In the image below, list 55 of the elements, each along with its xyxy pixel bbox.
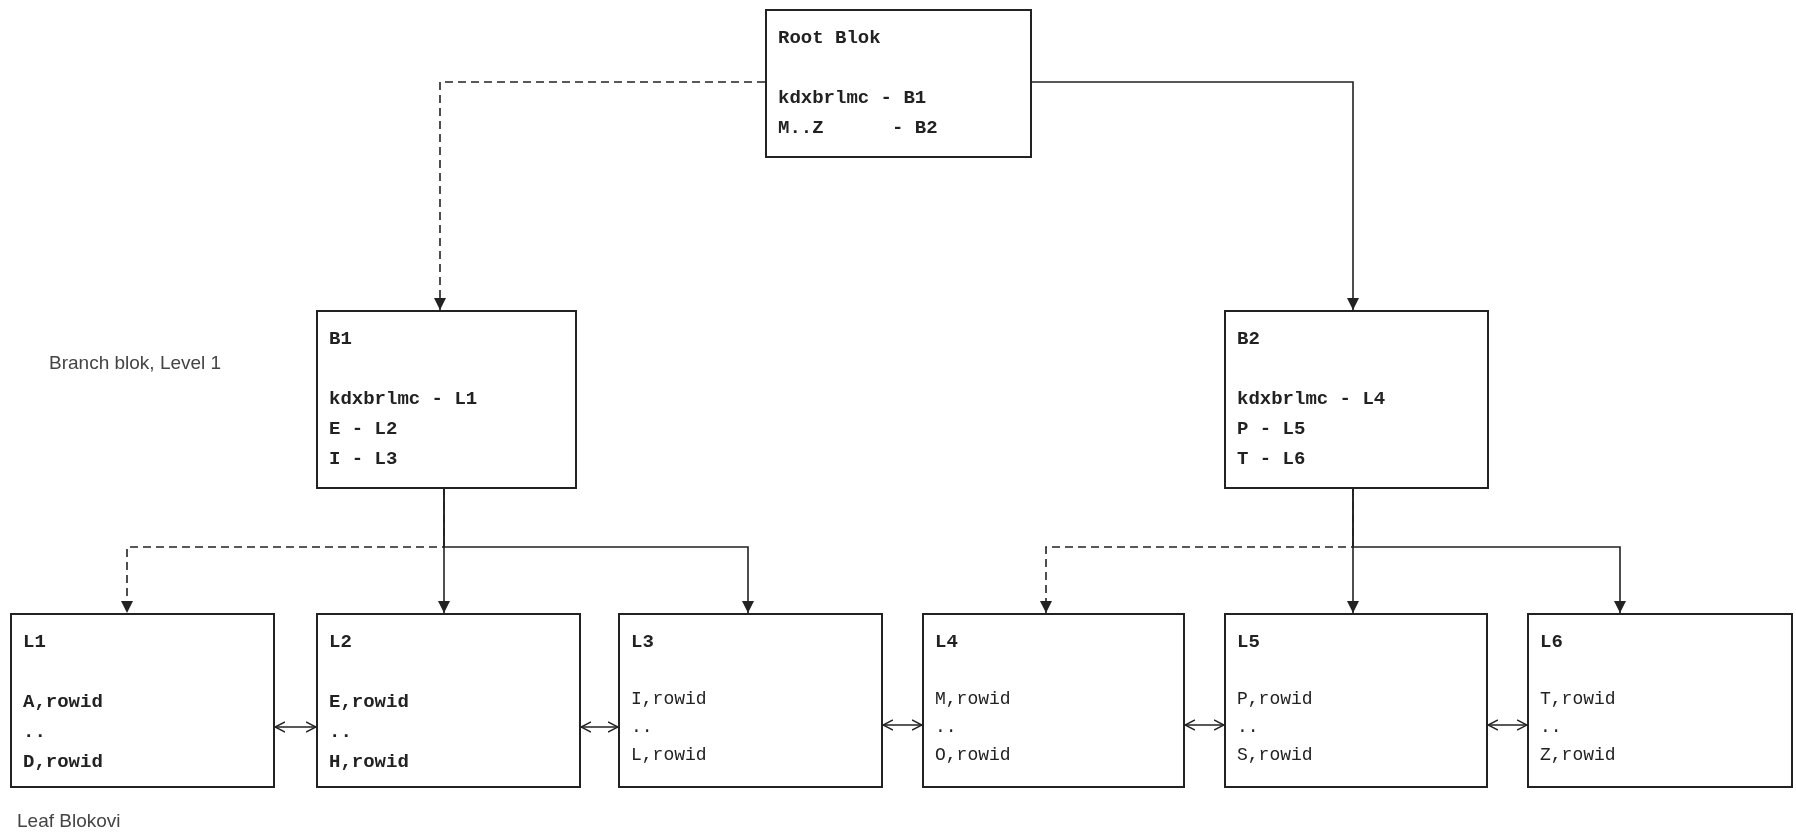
leaf-block-box	[10, 613, 275, 788]
block-title: L2	[329, 630, 352, 655]
key-entry: Z,rowid	[1540, 744, 1616, 767]
key-entry: L,rowid	[631, 744, 707, 767]
arrow	[434, 81, 766, 311]
key-entry: T,rowid	[1540, 688, 1616, 711]
leaf-block-box	[922, 613, 1185, 788]
key-entry: E,rowid	[329, 690, 409, 715]
arrow	[882, 719, 923, 731]
arrow	[274, 721, 317, 733]
key-entry: M..Z - B2	[778, 116, 938, 141]
arrow	[1487, 719, 1528, 731]
block-title: B2	[1237, 327, 1260, 352]
key-entry: ..	[1540, 716, 1562, 739]
key-entry: P,rowid	[1237, 688, 1313, 711]
key-entry: ..	[631, 716, 653, 739]
leaf-block-box	[1527, 613, 1793, 788]
key-entry: I,rowid	[631, 688, 707, 711]
block-title: L1	[23, 630, 46, 655]
arrow	[1184, 719, 1225, 731]
annotation-text: Branch blok, Level 1	[49, 352, 222, 374]
arrow	[1352, 488, 1626, 614]
key-entry: D,rowid	[23, 750, 103, 775]
key-entry: I - L3	[329, 447, 398, 472]
key-entry: kdxbrlmc - L4	[1237, 387, 1386, 412]
block-title: L3	[631, 630, 654, 655]
annotation-text: Leaf Blokovi	[17, 810, 121, 832]
block-title: L5	[1237, 630, 1260, 655]
arrow	[1031, 81, 1359, 311]
block-title: L6	[1540, 630, 1563, 655]
arrow	[580, 721, 619, 733]
branch-block-box	[1224, 310, 1489, 489]
key-entry: ..	[935, 716, 957, 739]
key-entry: T - L6	[1237, 447, 1306, 472]
key-entry: E - L2	[329, 417, 398, 442]
key-entry: P - L5	[1237, 417, 1306, 442]
key-entry: S,rowid	[1237, 744, 1313, 767]
key-entry: ..	[23, 720, 46, 745]
leaf-block-box	[316, 613, 581, 788]
arrow	[443, 488, 754, 614]
key-entry: O,rowid	[935, 744, 1011, 767]
leaf-block-box	[618, 613, 883, 788]
block-title: Root Blok	[778, 26, 881, 51]
block-title: B1	[329, 327, 352, 352]
key-entry: kdxbrlmc - B1	[778, 86, 927, 111]
key-entry: M,rowid	[935, 688, 1011, 711]
key-entry: A,rowid	[23, 690, 103, 715]
key-entry: kdxbrlmc - L1	[329, 387, 478, 412]
key-entry: H,rowid	[329, 750, 409, 775]
root-block-box	[765, 9, 1032, 158]
block-title: L4	[935, 630, 958, 655]
leaf-block-box	[1224, 613, 1488, 788]
key-entry: ..	[329, 720, 352, 745]
branch-block-box	[316, 310, 577, 489]
key-entry: ..	[1237, 716, 1259, 739]
